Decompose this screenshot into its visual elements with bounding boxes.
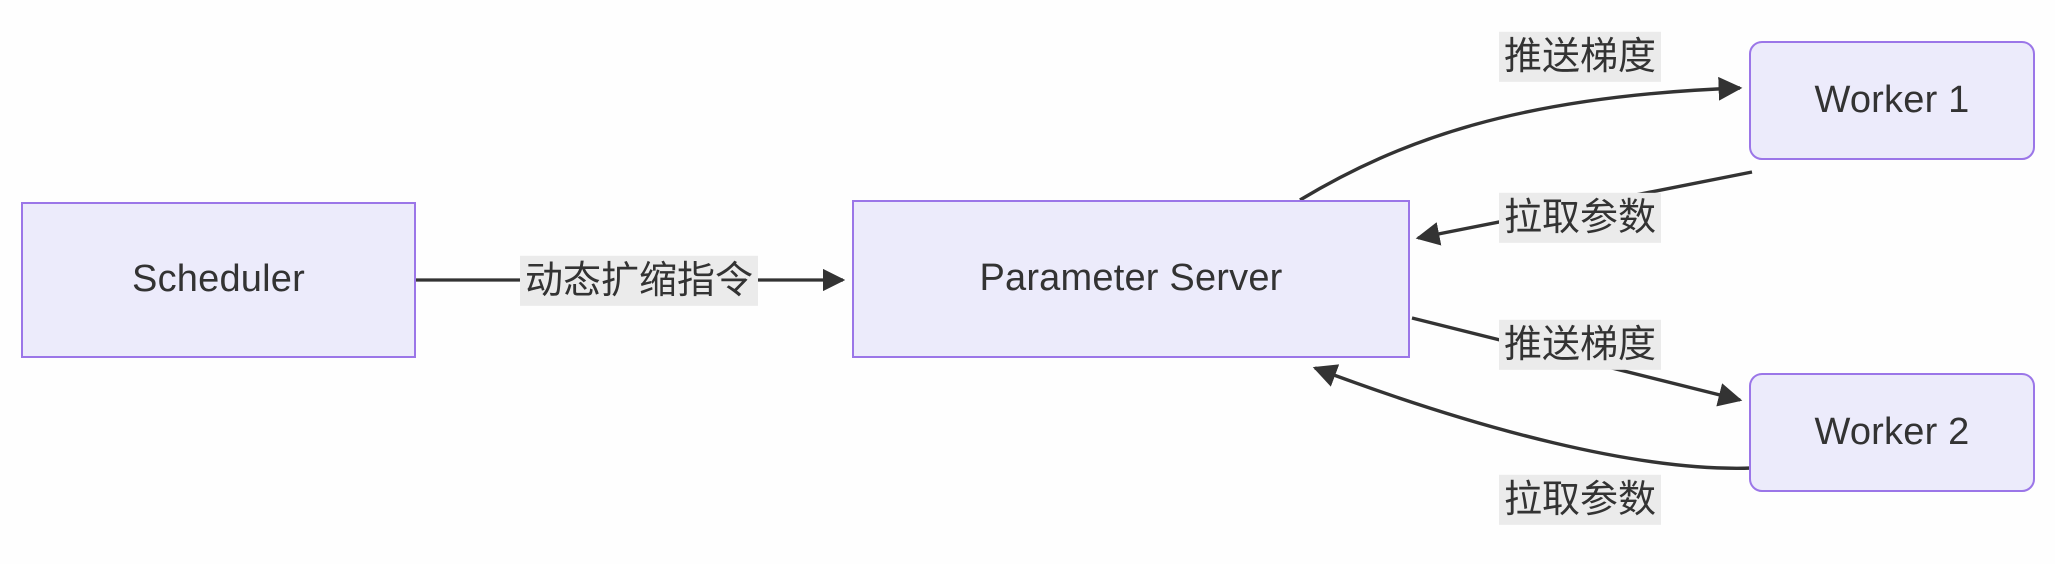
node-worker-1[interactable]: Worker 1	[1749, 41, 2035, 160]
node-scheduler-label: Scheduler	[132, 258, 305, 301]
edge-worker2-to-ps	[1312, 364, 1753, 470]
edge-ps-to-worker1	[1299, 76, 1743, 202]
edge-label-push-gradients-worker1: 推送梯度	[1498, 31, 1662, 83]
node-worker-2[interactable]: Worker 2	[1749, 373, 2035, 492]
edge-label-pull-params-worker2: 拉取参数	[1498, 474, 1662, 526]
node-parameter-server-label: Parameter Server	[979, 257, 1283, 300]
edge-label-pull-params-worker1: 拉取参数	[1498, 192, 1662, 244]
edge-label-dynamic-scaling-command: 动态扩缩指令	[519, 255, 759, 307]
node-worker-2-label: Worker 2	[1814, 410, 1970, 453]
node-scheduler[interactable]: Scheduler	[21, 202, 416, 358]
node-worker-1-label: Worker 1	[1814, 78, 1970, 121]
edge-label-push-gradients-worker2: 推送梯度	[1498, 319, 1662, 371]
node-parameter-server[interactable]: Parameter Server	[852, 200, 1410, 358]
